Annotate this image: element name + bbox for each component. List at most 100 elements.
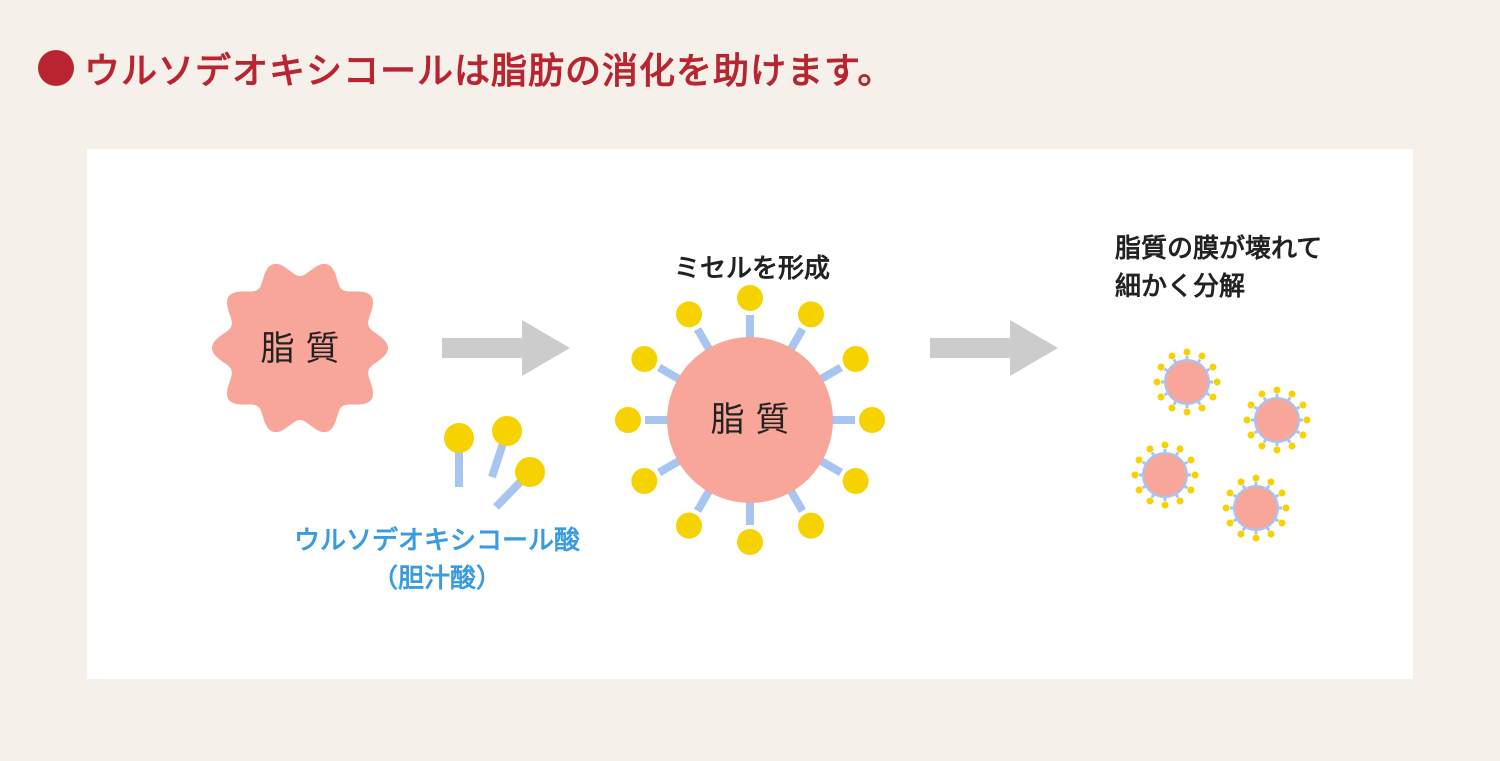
lipid-blob (212, 263, 388, 433)
small-micelle-core (1235, 487, 1277, 529)
micelle-ligand (815, 346, 869, 385)
small-ligand-head (1168, 404, 1176, 412)
small-ligand-head (1135, 456, 1143, 464)
small-micelle (1153, 348, 1221, 416)
diagram-panel: 脂 質 脂 質 ミセルを形成 脂質の膜が壊れて 細かく分解 ウルソデオキシコール… (87, 149, 1413, 679)
free-bile-acid-molecules (444, 416, 545, 510)
small-ligand-head (1157, 363, 1165, 371)
ligand-head (676, 301, 702, 328)
acid-caption-line2: （胆汁酸） (371, 564, 502, 594)
small-ligand-head (1183, 348, 1191, 356)
small-ligand-head (1237, 530, 1245, 538)
small-ligand-head (1299, 431, 1307, 439)
small-ligand-head (1278, 519, 1286, 527)
acid-caption-line1: ウルソデオキシコール酸 (293, 526, 580, 556)
small-ligand-head (1299, 401, 1307, 409)
small-ligand-head (1258, 390, 1266, 398)
micelle-ligand (631, 346, 685, 385)
small-ligand-head (1267, 478, 1275, 486)
ligand-head (798, 301, 824, 328)
small-ligand-head (1161, 501, 1169, 509)
small-ligand-head (1278, 489, 1286, 497)
small-micelle (1243, 386, 1311, 454)
small-ligand-head (1209, 393, 1217, 401)
small-micelle-core (1256, 399, 1298, 441)
small-ligand-head (1146, 497, 1154, 505)
micelle-ligand (737, 498, 763, 555)
micelle-ligand (785, 485, 824, 539)
small-ligand-head (1161, 441, 1169, 449)
small-ligand-head (1198, 404, 1206, 412)
small-ligand-head (1226, 489, 1234, 497)
arrow-right-icon (930, 320, 1058, 376)
micelle-ligand (615, 407, 672, 433)
bile-acid-molecule (493, 457, 545, 510)
small-ligand-head (1273, 386, 1281, 394)
ligand-head (615, 407, 641, 433)
small-ligand-head (1187, 456, 1195, 464)
small-ligand-head (1209, 363, 1217, 371)
bile-acid-molecule (444, 423, 474, 487)
small-micelle-core (1166, 361, 1208, 403)
micelle-caption: ミセルを形成 (674, 254, 831, 284)
broken-caption-line1: 脂質の膜が壊れて (1115, 234, 1323, 264)
small-ligand-head (1131, 471, 1139, 479)
small-ligand-head (1303, 416, 1311, 424)
small-ligand-head (1191, 471, 1199, 479)
small-micelle-core (1144, 454, 1186, 496)
molecule-head (492, 416, 522, 446)
bullet-icon (38, 50, 74, 86)
micelle-ligand (737, 285, 763, 342)
ligand-head (631, 468, 658, 494)
small-ligand-head (1252, 534, 1260, 542)
micelle-ligand (785, 301, 824, 355)
small-ligand-head (1168, 352, 1176, 360)
micelle-core (667, 337, 833, 503)
small-ligand-head (1282, 504, 1290, 512)
small-ligand-head (1187, 486, 1195, 494)
ligand-head (859, 407, 885, 433)
small-ligand-head (1226, 519, 1234, 527)
small-ligand-head (1273, 446, 1281, 454)
small-ligand-head (1146, 445, 1154, 453)
small-ligand-head (1183, 408, 1191, 416)
lipid-blob-label: 脂 質 (261, 329, 340, 369)
micelle-ligand (815, 455, 869, 494)
small-ligand-head (1247, 401, 1255, 409)
ligand-head (842, 346, 869, 372)
micelle-ligand (631, 455, 685, 494)
ligand-head (798, 512, 824, 539)
ligand-head (737, 285, 763, 311)
ligand-head (631, 346, 658, 372)
bile-acid-molecule (488, 416, 522, 479)
small-ligand-head (1267, 530, 1275, 538)
small-micelles (1131, 348, 1311, 542)
small-ligand-head (1176, 445, 1184, 453)
micelle-ligand (676, 301, 715, 355)
ligand-head (842, 468, 869, 494)
arrow-right-icon (442, 320, 570, 376)
small-ligand-head (1135, 486, 1143, 494)
small-micelle (1222, 474, 1290, 542)
small-ligand-head (1243, 416, 1251, 424)
micelle (615, 285, 885, 555)
diagram-canvas: 脂 質 脂 質 (212, 263, 1311, 555)
broken-caption-line2: 細かく分解 (1115, 272, 1246, 302)
small-ligand-head (1198, 352, 1206, 360)
page-heading: ウルソデオキシコールは脂肪の消化を助けます。 (38, 42, 894, 94)
small-ligand-head (1247, 431, 1255, 439)
small-ligand-head (1222, 504, 1230, 512)
small-ligand-head (1258, 442, 1266, 450)
micelle-ligand (676, 485, 715, 539)
ligand-head (676, 512, 702, 539)
small-ligand-head (1252, 474, 1260, 482)
heading-text: ウルソデオキシコールは脂肪の消化を助けます。 (84, 51, 895, 92)
molecule-head (444, 423, 474, 453)
small-ligand-head (1176, 497, 1184, 505)
small-ligand-head (1288, 390, 1296, 398)
molecule-head (515, 457, 545, 487)
small-ligand-head (1288, 442, 1296, 450)
small-micelle (1131, 441, 1199, 509)
small-ligand-head (1237, 478, 1245, 486)
micelle-ligand (828, 407, 885, 433)
